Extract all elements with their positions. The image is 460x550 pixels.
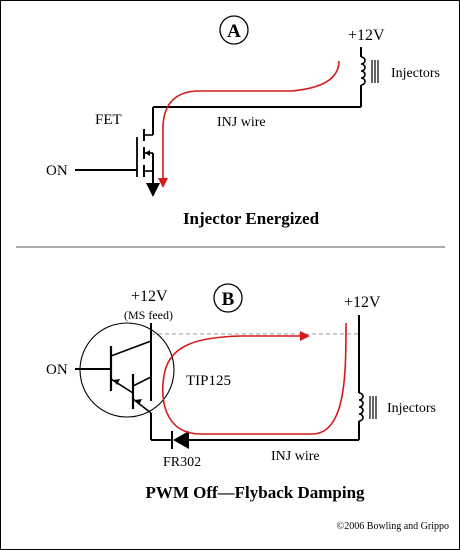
current-arrow-b (162, 322, 347, 435)
on-b-label: ON (46, 362, 68, 378)
supply-b-left-label: +12V (131, 288, 168, 305)
badge-a: A (227, 21, 241, 42)
caption-a: Injector Energized (183, 209, 320, 228)
current-arrow-a (158, 60, 340, 188)
on-a-label: ON (46, 163, 68, 179)
copyright-text: ©2006 Bowling and Grippo (337, 521, 449, 532)
fr302-label: FR302 (163, 455, 201, 470)
badge-b: B (222, 289, 235, 310)
panel-b: B +12V (MS feed) +12V TIP125 ON FR302 IN… (46, 283, 436, 502)
injectors-b-label: Injectors (387, 401, 436, 416)
inj-wire-b-label: INJ wire (271, 449, 320, 464)
ground-a-symbol (146, 183, 160, 197)
injector-coil-a (360, 56, 366, 86)
injectors-a-label: Injectors (391, 66, 440, 81)
fet-label: FET (95, 112, 122, 128)
badge-a-circle (219, 15, 249, 45)
inj-wire-a-label: INJ wire (217, 115, 266, 130)
caption-b: PWM Off—Flyback Damping (145, 483, 365, 502)
fr302-diode (173, 431, 189, 449)
ms-feed-label: (MS feed) (124, 308, 173, 322)
supply-b-right-label: +12V (344, 294, 381, 311)
supply-a-label: +12V (348, 27, 385, 44)
badge-b-circle (213, 283, 243, 313)
panel-a: A +12V Injectors INJ wire FET ON Injecto… (46, 15, 440, 228)
tip125-label: TIP125 (186, 373, 231, 389)
injector-coil-b (358, 392, 364, 422)
